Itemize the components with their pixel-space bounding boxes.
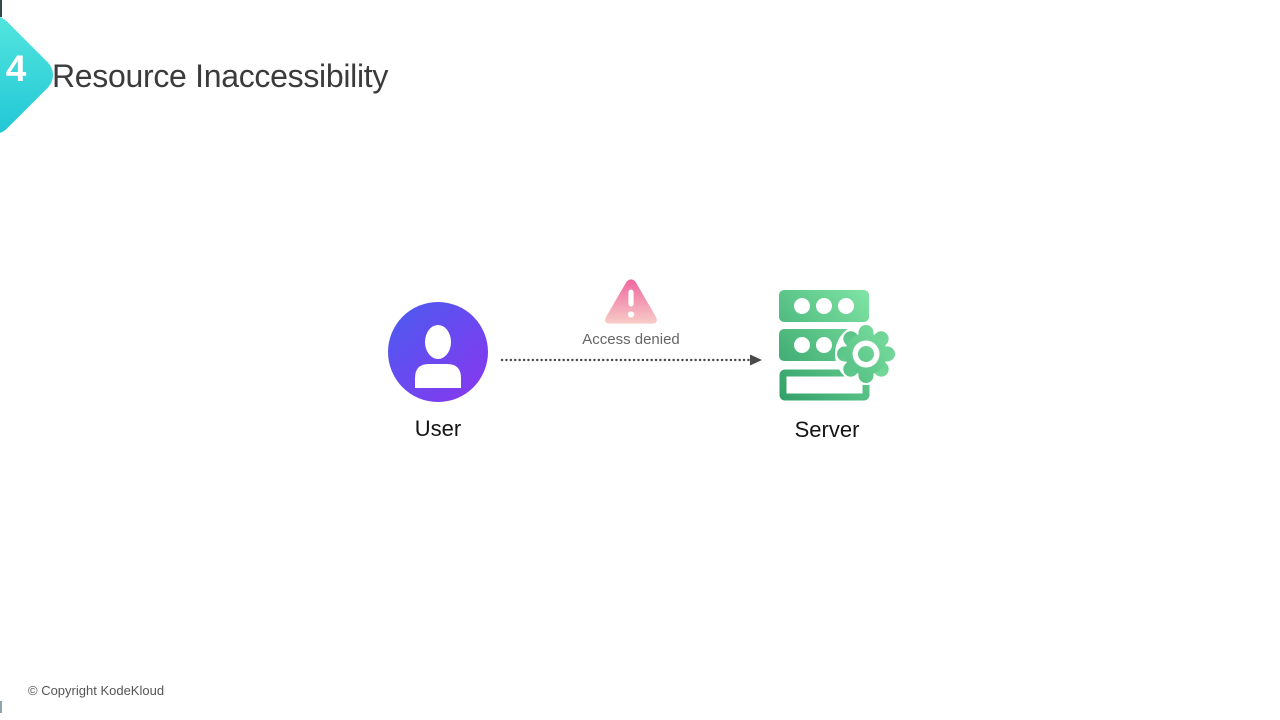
user-node: User	[388, 302, 488, 442]
access-denied-label: Access denied	[582, 331, 680, 348]
page-title: Resource Inaccessibility	[52, 58, 389, 94]
screen-edge-artifact	[0, 701, 2, 713]
warning-triangle-icon	[605, 279, 657, 324]
user-icon	[388, 302, 488, 402]
screen-edge-artifact	[0, 0, 2, 17]
server-node: Server	[777, 288, 899, 443]
server-gear-icon	[779, 290, 897, 401]
user-label: User	[414, 416, 462, 441]
server-label: Server	[794, 417, 860, 442]
copyright-text: © Copyright KodeKloud	[28, 683, 165, 698]
dotted-arrow-icon	[500, 354, 762, 366]
slide-number: 4	[5, 48, 27, 89]
